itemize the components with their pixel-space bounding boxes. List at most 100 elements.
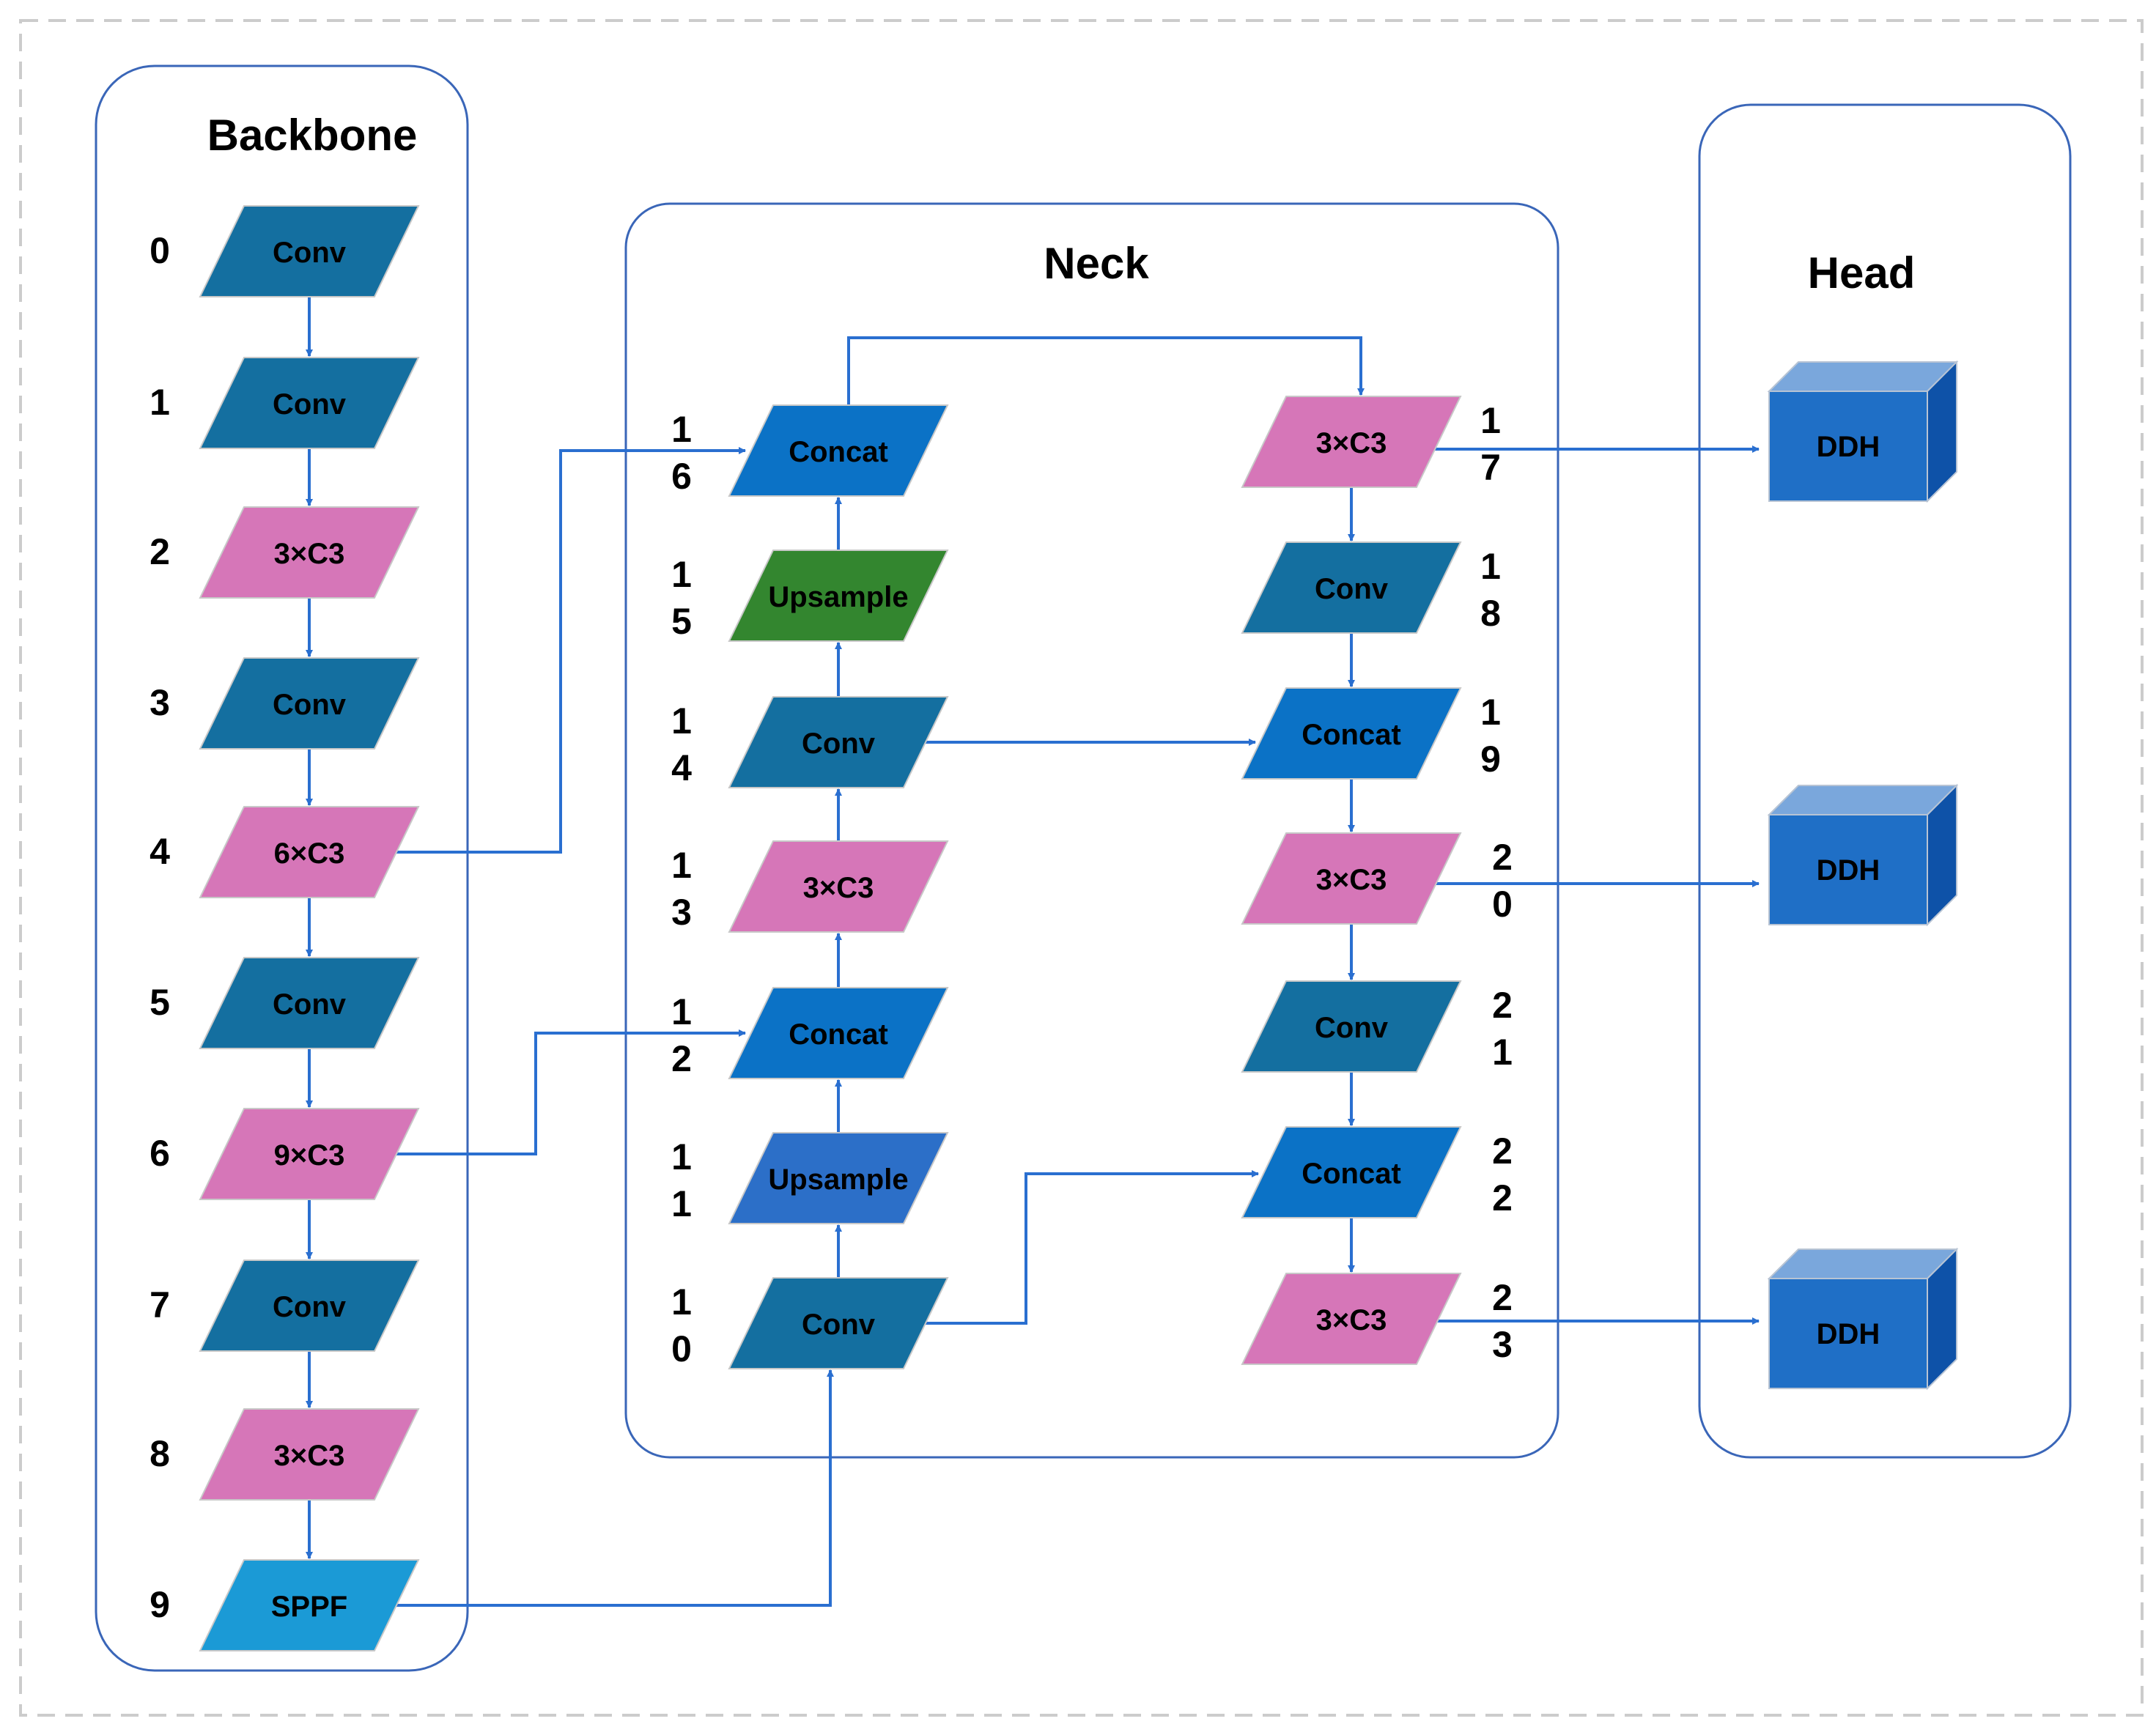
layer-shape bbox=[199, 205, 420, 297]
layer-shape bbox=[1241, 980, 1462, 1073]
neck-layer-15: Upsample bbox=[728, 550, 949, 642]
layer-index-digit: 1 bbox=[1480, 692, 1501, 733]
layer-index-digit: 1 bbox=[1480, 546, 1501, 587]
ddh-label: DDH bbox=[1817, 431, 1880, 463]
cube-front bbox=[1768, 391, 1928, 502]
layer-label: Upsample bbox=[768, 1164, 908, 1196]
layer-index: 3 bbox=[149, 682, 170, 723]
backbone-layer-8: 3×C3 bbox=[199, 1408, 420, 1501]
layer-shape bbox=[728, 404, 949, 497]
ddh-head-3: DDH bbox=[1767, 1247, 1959, 1391]
layer-shape bbox=[1241, 541, 1462, 634]
layer-index: 21 bbox=[1492, 985, 1513, 1073]
neck-layer-19: Concat bbox=[1241, 687, 1462, 780]
layer-index-digit: 4 bbox=[671, 747, 692, 788]
backbone-layer-9: SPPF bbox=[199, 1559, 420, 1651]
neck-layer-11: Upsample bbox=[728, 1132, 949, 1224]
layer-index-digit: 1 bbox=[671, 409, 692, 450]
backbone-layer-3: Conv bbox=[199, 657, 420, 750]
neck-layer-13: 3×C3 bbox=[728, 840, 949, 933]
layer-index: 7 bbox=[149, 1284, 170, 1325]
layer-label: 3×C3 bbox=[274, 538, 345, 570]
layer-index: 6 bbox=[149, 1133, 170, 1174]
layer-shape bbox=[728, 987, 949, 1079]
layer-shape bbox=[728, 696, 949, 788]
neck-section bbox=[624, 202, 1559, 1459]
neck-left-layers: Concat16Upsample15Conv143×C313Concat12Up… bbox=[671, 404, 949, 1369]
layer-label: Conv bbox=[802, 1309, 876, 1341]
layer-index-digit: 0 bbox=[671, 1328, 692, 1369]
layer-label: Conv bbox=[802, 728, 876, 760]
layer-shape bbox=[199, 657, 420, 750]
layer-index-digit: 2 bbox=[671, 1038, 692, 1079]
connectors bbox=[306, 297, 1760, 1607]
layer-index: 4 bbox=[149, 831, 170, 872]
neck-layer-22: Concat bbox=[1241, 1126, 1462, 1218]
layer-label: Concat bbox=[1302, 1158, 1401, 1190]
skip-connection-6-12 bbox=[391, 1029, 746, 1155]
layer-label: Conv bbox=[273, 1291, 347, 1323]
layer-shape bbox=[199, 1559, 420, 1651]
layer-shape bbox=[1241, 1273, 1462, 1365]
layer-label: Concat bbox=[789, 436, 888, 468]
layer-index-digit: 6 bbox=[671, 456, 692, 497]
layer-shape bbox=[728, 1132, 949, 1224]
outer-frame bbox=[19, 19, 2144, 1717]
layer-label: 3×C3 bbox=[1316, 1304, 1387, 1336]
layer-label: Conv bbox=[1315, 573, 1389, 605]
layer-label: 9×C3 bbox=[274, 1139, 345, 1172]
layer-index-digit: 2 bbox=[1492, 1277, 1513, 1318]
layer-shape bbox=[199, 357, 420, 449]
head-section bbox=[1698, 103, 2072, 1459]
layer-index-digit: 1 bbox=[1492, 1032, 1513, 1073]
cube-front bbox=[1768, 814, 1928, 925]
layer-index-digit: 8 bbox=[1480, 593, 1501, 634]
neck-layer-10: Conv bbox=[728, 1277, 949, 1369]
layer-index: 18 bbox=[1480, 546, 1501, 634]
neck-right-layers: 3×C317Conv18Concat193×C320Conv21Concat22… bbox=[1241, 396, 1513, 1365]
layer-index: 11 bbox=[671, 1136, 692, 1224]
layer-index-digit: 1 bbox=[671, 554, 692, 595]
backbone-layer-7: Conv bbox=[199, 1259, 420, 1352]
neck-layer-12: Concat bbox=[728, 987, 949, 1079]
layer-shape bbox=[728, 840, 949, 933]
layer-shape bbox=[1241, 1126, 1462, 1218]
layer-shape bbox=[728, 1277, 949, 1369]
layer-index: 5 bbox=[149, 982, 170, 1023]
head-blocks: DDH DDH DDH bbox=[1767, 360, 1959, 1391]
neck-title: Neck bbox=[1044, 239, 1149, 288]
layer-label: 3×C3 bbox=[1316, 864, 1387, 896]
layer-index-digit: 1 bbox=[671, 1136, 692, 1177]
layer-label: 3×C3 bbox=[1316, 427, 1387, 459]
layer-index: 12 bbox=[671, 991, 692, 1079]
layer-shape bbox=[1241, 687, 1462, 780]
layer-index: 2 bbox=[149, 531, 170, 572]
layer-shape bbox=[1241, 832, 1462, 925]
layer-shape bbox=[199, 1259, 420, 1352]
layer-label: Upsample bbox=[768, 581, 908, 613]
backbone-layers: Conv0Conv13×C32Conv36×C34Conv59×C36Conv7… bbox=[149, 205, 420, 1651]
layer-index: 19 bbox=[1480, 692, 1501, 780]
layer-index: 14 bbox=[671, 700, 692, 788]
neck-layer-18: Conv bbox=[1241, 541, 1462, 634]
layer-shape bbox=[728, 550, 949, 642]
backbone-layer-1: Conv bbox=[199, 357, 420, 449]
layer-label: Conv bbox=[273, 388, 347, 421]
ddh-label: DDH bbox=[1817, 854, 1880, 887]
layer-shape bbox=[199, 1408, 420, 1501]
cube-front bbox=[1768, 1278, 1928, 1389]
layer-index-digit: 1 bbox=[671, 845, 692, 886]
layer-index-digit: 2 bbox=[1492, 837, 1513, 878]
layer-label: Conv bbox=[273, 689, 347, 721]
layer-index: 20 bbox=[1492, 837, 1513, 925]
layer-index: 9 bbox=[149, 1584, 170, 1625]
neck-layer-23: 3×C3 bbox=[1241, 1273, 1462, 1365]
layer-index-digit: 7 bbox=[1480, 447, 1501, 488]
backbone-layer-2: 3×C3 bbox=[199, 506, 420, 599]
layer-index-digit: 1 bbox=[671, 1281, 692, 1322]
neck-layer-20: 3×C3 bbox=[1241, 832, 1462, 925]
layer-shape bbox=[199, 506, 420, 599]
connection-9-10 bbox=[391, 1369, 834, 1607]
layer-shape bbox=[199, 806, 420, 898]
